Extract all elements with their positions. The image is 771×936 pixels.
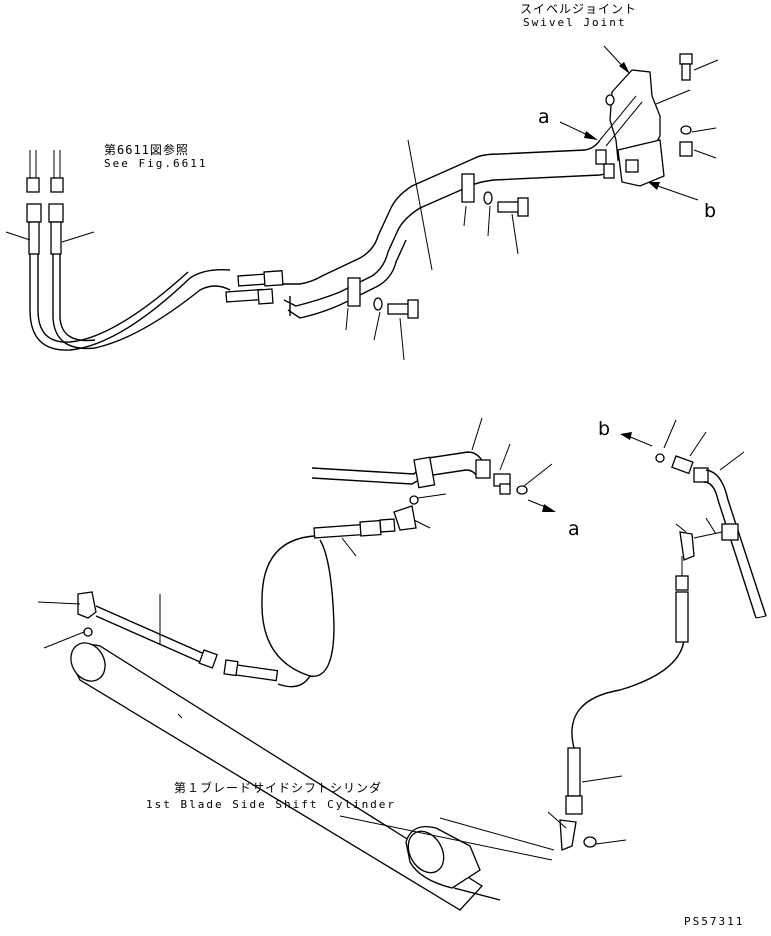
- clamp-2: [461, 173, 475, 203]
- see-fig-label-en: See Fig.6611: [104, 157, 208, 170]
- swivel-joint-label-en: Swivel Joint: [523, 16, 627, 29]
- marker-a-top: a: [538, 106, 550, 128]
- drawing-number: PS57311: [684, 915, 745, 928]
- swivel-joint-label-ja: スイベルジョイント: [520, 2, 638, 16]
- clamp-1: [347, 277, 361, 307]
- marker-b-top: b: [704, 200, 717, 222]
- marker-a-bottom: a: [568, 518, 580, 540]
- lower-hose-assembly: [37, 417, 767, 911]
- marker-b-bottom: b: [598, 418, 611, 440]
- cylinder-label-en: 1st Blade Side Shift Cylinder: [146, 798, 397, 811]
- swivel-joint: [559, 45, 719, 201]
- see-fig-label-ja: 第6611図参照: [104, 143, 189, 157]
- cylinder-label-ja: 第１ブレードサイドシフトシリンダ: [174, 781, 383, 795]
- upper-hose-assembly: [5, 139, 615, 361]
